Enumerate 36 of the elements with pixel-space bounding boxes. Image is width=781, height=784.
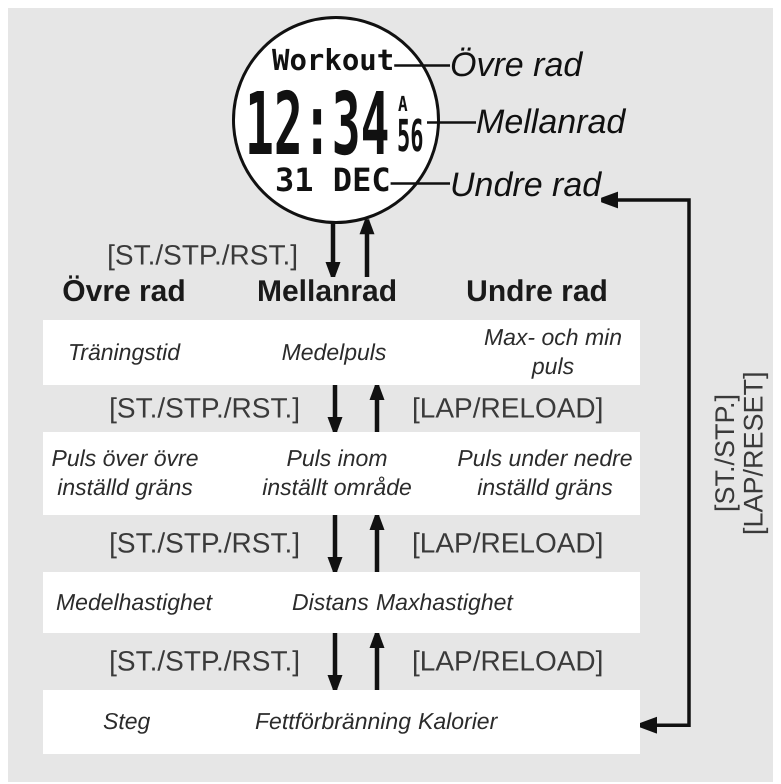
column-heading: Mellanrad [256, 277, 398, 307]
lcd-text: A [398, 94, 408, 115]
edge-label: [ST./STP./RST.] [107, 241, 298, 272]
field-label: Kalorier [418, 707, 498, 736]
field-label: Distans [292, 588, 369, 617]
edge-label: [ST./STP./RST.] [109, 646, 300, 677]
edge-label: [ST./STP./RST.] [109, 393, 300, 424]
field-label: Puls inom inställt område [261, 444, 413, 502]
field-label: Medelhastighet [56, 588, 212, 617]
edge-label: [ST./STP.] [LAP/RESET] [711, 370, 768, 536]
field-label: Puls under nedre inställd gräns [456, 444, 634, 502]
leader-line [427, 121, 476, 124]
callout-label: Undre rad [450, 166, 602, 206]
callout-label: Övre rad [450, 46, 582, 86]
mode-panel [43, 690, 640, 754]
field-label: Medelpuls [282, 338, 386, 367]
field-label: Max- och min puls [482, 322, 624, 382]
field-label: Puls över övre inställd gräns [50, 444, 200, 502]
field-label: Steg [103, 707, 150, 736]
edge-label: [LAP/RELOAD] [412, 528, 604, 559]
edge-label: [LAP/RELOAD] [412, 393, 604, 424]
field-label: Träningstid [68, 338, 180, 367]
leader-line [390, 182, 450, 185]
field-label: Fettförbränning [255, 707, 411, 736]
lcd-text: Workout [272, 46, 394, 75]
lcd-text: 56 [397, 117, 424, 161]
callout-label: Mellanrad [476, 103, 626, 142]
column-heading: Undre rad [466, 277, 608, 307]
edge-label: [LAP/RELOAD] [412, 646, 604, 677]
field-label: Maxhastighet [376, 588, 513, 617]
mode-panel [43, 572, 640, 633]
column-heading: Övre rad [62, 277, 186, 307]
mode-panel [43, 432, 640, 515]
edge-label: [ST./STP./RST.] [109, 528, 300, 559]
leader-line [394, 64, 450, 67]
mode-panel [43, 320, 640, 385]
